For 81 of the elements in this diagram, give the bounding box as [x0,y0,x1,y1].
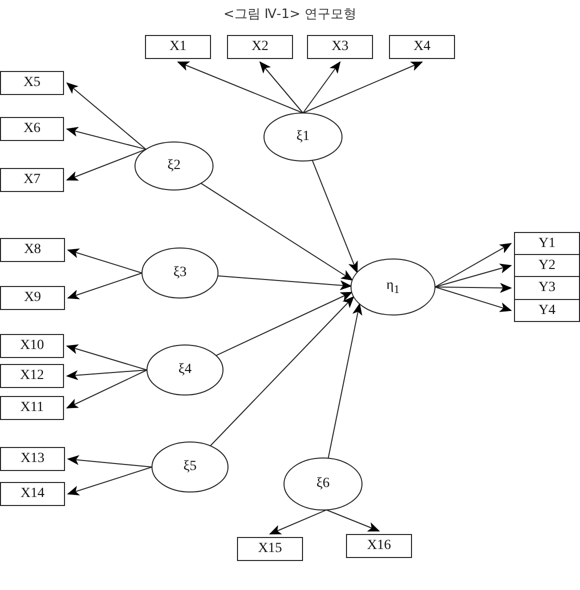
indicator-box [0,286,65,310]
variable-label: X2 [251,39,269,55]
arrow [210,296,354,446]
indicator-box [346,534,412,558]
variable-label: X16 [366,538,392,554]
indicator-box [307,35,373,59]
variable-label: X7 [23,172,41,188]
latent-ellipse [141,247,219,299]
latent-ellipse [151,441,229,493]
indicator-box [0,117,64,141]
arrow [67,248,142,274]
arrow [312,160,358,274]
arrow [67,272,142,300]
variable-label: X8 [24,242,42,258]
variable-label: Y4 [538,302,556,318]
arrow [302,62,423,114]
latent-ellipse [263,112,343,162]
variable-label: X4 [413,39,431,55]
indicator-box [514,276,580,300]
arrow [67,455,152,468]
variable-label: Y1 [538,236,556,252]
variable-label: η$_{1}$ [386,278,400,296]
indicator-box [0,482,65,506]
variable-label: ξ5 [183,459,197,475]
indicator-box [514,232,580,255]
indicator-box [0,71,64,95]
variable-label: X13 [20,451,45,467]
variable-label: ξ3 [173,265,187,281]
variable-label: X10 [20,338,44,354]
variable-label: X3 [331,39,349,55]
indicator-box [389,35,455,59]
arrow [66,370,148,380]
indicator-box [514,254,580,277]
arrow [434,264,512,288]
arrow [66,370,148,408]
variable-label: X5 [23,75,41,91]
indicator-box [0,238,65,262]
indicator-box [0,447,65,471]
variable-label: X12 [20,368,44,384]
arrow [67,466,152,496]
variable-label: ξ2 [167,158,181,174]
variable-label: ξ6 [316,476,330,492]
latent-ellipse [146,344,224,396]
indicator-box [0,396,64,420]
arrow [328,302,362,459]
variable-label: Y2 [538,258,556,274]
latent-ellipse [134,141,214,191]
indicator-box [0,364,64,388]
variable-label: X11 [20,400,44,416]
arrow [66,126,146,150]
arrow [326,509,380,532]
variable-label: X15 [258,541,282,557]
arrow [216,292,353,356]
indicator-box [227,35,293,59]
variable-label: X6 [23,121,41,137]
variable-label: X14 [20,486,45,502]
latent-ellipse [350,258,436,316]
arrow [434,286,512,312]
latent-ellipse [283,457,363,511]
variable-label: ξ4 [178,362,192,378]
arrow [302,61,341,114]
arrow [434,243,512,288]
arrow [66,344,148,370]
indicator-box [0,334,64,358]
figure-title: <그림 Ⅳ-1> 연구모형 [223,7,356,22]
arrow [66,82,146,150]
arrow [200,182,354,281]
arrow [66,148,146,181]
arrow [177,62,304,114]
arrow [269,509,327,534]
arrow [259,61,304,114]
variable-label: X9 [24,290,42,306]
indicator-box [145,35,211,59]
variable-label: ξ1 [296,129,310,145]
indicator-box [514,299,580,322]
variable-label: Y3 [538,280,556,296]
arrow [434,282,512,293]
indicator-box [0,168,64,192]
variable-label: X1 [169,39,187,55]
indicator-box [237,537,303,561]
arrow [217,275,352,290]
